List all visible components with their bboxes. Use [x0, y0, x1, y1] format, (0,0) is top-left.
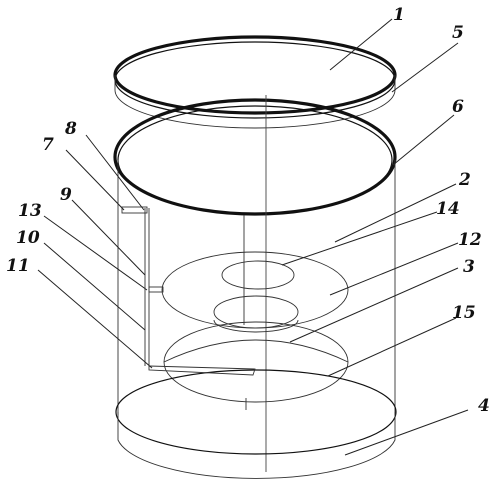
base: [115, 369, 397, 479]
cylinder-body: [117, 160, 396, 415]
leader-3: [289, 267, 459, 343]
sealing-ring-outer: [113, 98, 397, 216]
middle-tray-inner-ring: [213, 295, 299, 329]
side-arm: [148, 365, 256, 376]
leader-10: [43, 242, 146, 331]
upper-tray: [161, 251, 349, 329]
side-pipe-connector: [148, 286, 164, 293]
upper-tray-opening: [221, 260, 295, 290]
leader-12: [329, 242, 459, 296]
leader-9: [71, 199, 146, 276]
callout-12: 12: [458, 230, 482, 250]
side-pipe: [121, 206, 256, 376]
callout-5: 5: [452, 23, 464, 43]
callout-15: 15: [452, 303, 476, 323]
callout-9: 9: [60, 185, 72, 205]
callout-11: 11: [6, 256, 30, 276]
leader-lines: [37, 18, 469, 456]
leader-15: [327, 317, 457, 377]
lower-bowl: [163, 321, 349, 403]
top-lid: [113, 35, 397, 129]
side-pipe-bracket: [121, 206, 148, 214]
leader-4: [344, 409, 469, 456]
leader-7: [65, 149, 125, 211]
leader-14: [281, 211, 438, 266]
leader-2: [334, 183, 457, 243]
leader-6: [392, 114, 455, 166]
callout-2: 2: [458, 170, 471, 190]
callout-labels: 1 2 3 4 5 6 7 8 9 10 11 12 13 14 15: [6, 5, 490, 416]
lower-bowl-disk: [163, 321, 349, 403]
callout-8: 8: [64, 119, 77, 139]
leader-1: [329, 18, 393, 71]
leader-11: [37, 269, 153, 369]
callout-1: 1: [393, 5, 405, 25]
top-lid-side: [114, 75, 396, 129]
leader-5: [391, 42, 459, 93]
callout-7: 7: [42, 135, 54, 155]
leader-8: [85, 134, 145, 211]
callout-13: 13: [18, 201, 42, 221]
callout-6: 6: [452, 97, 464, 117]
callout-10: 10: [16, 228, 40, 248]
leader-13: [43, 215, 148, 291]
lower-bowl-dome: [163, 339, 349, 363]
base-side: [117, 412, 396, 479]
callout-3: 3: [463, 257, 475, 277]
callout-14: 14: [436, 199, 460, 219]
sealing-ring: [113, 98, 397, 216]
callout-4: 4: [478, 396, 490, 416]
upper-tray-disk: [161, 251, 349, 329]
base-upper-ring: [115, 369, 397, 455]
